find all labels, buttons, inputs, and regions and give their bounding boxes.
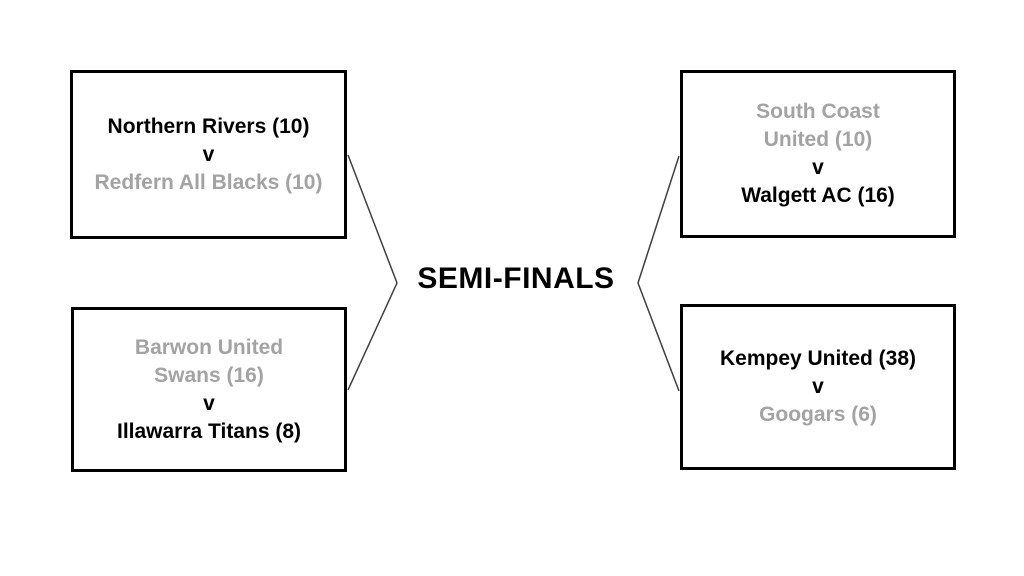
team-name: Walgett AC (16) [741, 184, 895, 207]
team-name: Kempey United (38) [719, 347, 917, 370]
versus-label: v [812, 156, 824, 179]
team-name: United (10) [763, 128, 873, 151]
team-name: Northern Rivers (10) [107, 114, 310, 138]
versus-label: v [812, 375, 824, 398]
team-name: Illawarra Titans (8) [116, 419, 302, 443]
versus-label: v [203, 391, 215, 415]
team-name: Redfern All Blacks (10) [94, 170, 323, 194]
team-name: Swans (16) [154, 363, 264, 387]
connector-right [637, 155, 680, 392]
connector-left [347, 154, 398, 391]
match-box-top-right: South Coast United (10) v Walgett AC (16… [680, 70, 956, 238]
team-name: Barwon United [134, 335, 284, 359]
versus-label: v [202, 142, 215, 166]
bracket-title: SEMI-FINALS [417, 262, 615, 295]
team-name: South Coast [756, 100, 880, 123]
match-box-bottom-right: Kempey United (38) v Googars (6) [680, 304, 956, 470]
match-box-bottom-left: Barwon United Swans (16) v Illawarra Tit… [71, 307, 347, 472]
match-box-top-left: Northern Rivers (10) v Redfern All Black… [70, 70, 347, 239]
team-name: Googars (6) [759, 403, 877, 426]
